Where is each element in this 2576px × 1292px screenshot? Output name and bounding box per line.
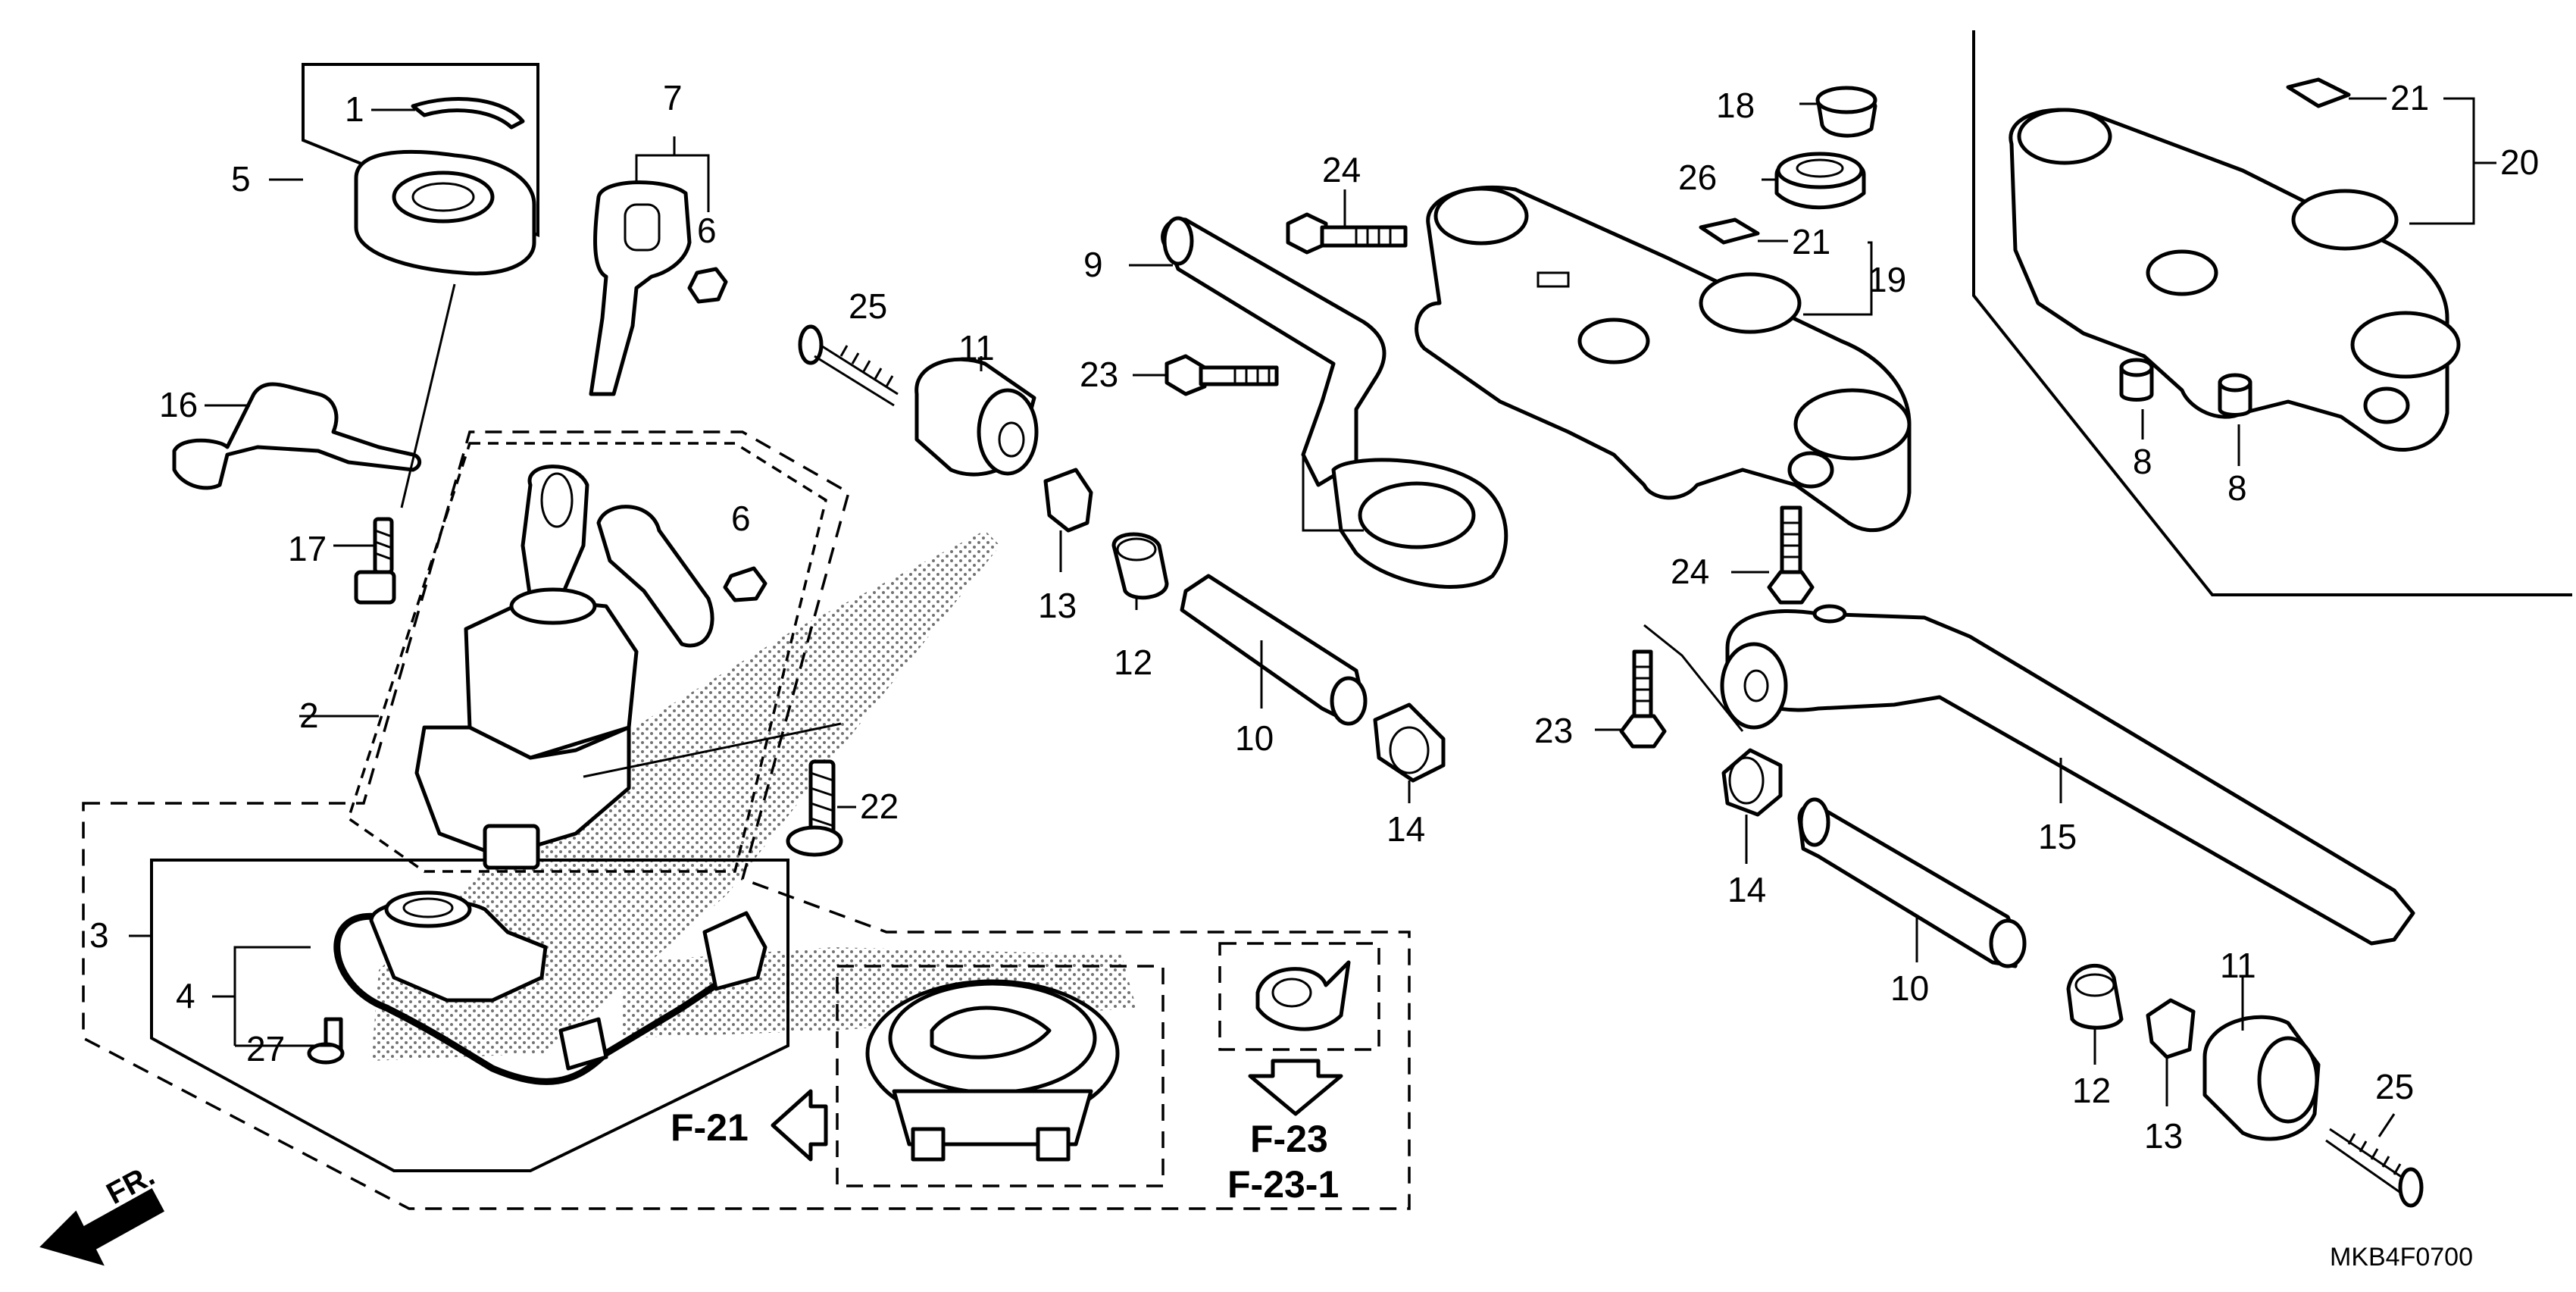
bar-end-weight-11-left: [914, 356, 1039, 477]
callout-21b: 21: [1792, 222, 1830, 261]
spacer-12-left: [1111, 532, 1169, 610]
callout-4: 4: [176, 976, 195, 1015]
nut-6-mid: [723, 566, 767, 602]
bolt-25-top: [798, 324, 899, 407]
damper-8-left: [2119, 358, 2154, 440]
callout-25b: 25: [2375, 1067, 2414, 1106]
sensor-harness-part: [129, 890, 767, 1085]
ignition-group-outline: [82, 63, 1411, 1210]
circlip-part: [371, 97, 525, 130]
callout-23a: 23: [1080, 355, 1118, 394]
rubber-14-right: [1721, 748, 1783, 864]
spacer-12-right: [2066, 964, 2124, 1065]
rubber-14-left: [1373, 702, 1446, 803]
bolt-23-right: [1595, 624, 1744, 749]
callout-10a: 10: [1235, 718, 1274, 758]
bracket-part: [172, 283, 456, 508]
callout-18: 18: [1716, 86, 1755, 125]
ignition-switch-part: [299, 465, 842, 870]
grommet-part: [1255, 960, 1351, 1031]
bolt-24-bottom: [1731, 505, 1815, 605]
callout-20: 20: [2500, 142, 2539, 182]
callout-25a: 25: [849, 286, 887, 326]
bolt-23-left: [1133, 354, 1279, 396]
ref-arrow-f23: [1248, 1059, 1343, 1116]
callout-10b: 10: [1890, 968, 1929, 1008]
callout-11b: 11: [2220, 946, 2256, 985]
collar-13-left: [1043, 468, 1093, 572]
callout-13a: 13: [1038, 586, 1077, 625]
callout-6a: 6: [697, 211, 717, 250]
callout-6b: 6: [731, 499, 751, 538]
plate-21-top: [2286, 77, 2496, 225]
callout-11a: 11: [958, 328, 995, 368]
top-bridge-box: [1972, 30, 2572, 596]
callout-16: 16: [159, 385, 198, 424]
callout-8a: 8: [2133, 442, 2152, 481]
callout-26: 26: [1678, 158, 1717, 197]
callout-23b: 23: [1534, 711, 1573, 750]
callout-1: 1: [345, 89, 364, 129]
key-part: [589, 136, 710, 396]
front-direction-arrow: [39, 1187, 165, 1266]
callout-14b: 14: [1727, 870, 1766, 909]
callout-3: 3: [89, 915, 109, 955]
nut-18: [1799, 86, 1877, 138]
diagram-code: MKB4F0700: [2330, 1243, 2473, 1272]
callout-9: 9: [1083, 245, 1103, 284]
bar-end-weight-11-right: [2202, 978, 2321, 1141]
plate-21-mid: [1699, 217, 1873, 316]
callout-2: 2: [299, 696, 319, 735]
bolt-25-bottom: [2325, 1113, 2424, 1208]
bolt-17-part: [333, 517, 396, 605]
callout-19: 19: [1868, 260, 1906, 299]
damper-8-right: [2218, 373, 2252, 466]
ref-f21: F-21: [671, 1106, 749, 1149]
callout-24b: 24: [1671, 552, 1709, 591]
callout-17: 17: [288, 529, 327, 568]
ref-f23-1: F-23-1: [1227, 1163, 1339, 1206]
reference-labels: F-21 F-23 F-23-1: [671, 1106, 1339, 1206]
inner-weight-10-left: [1180, 574, 1368, 726]
callout-8b: 8: [2227, 468, 2247, 508]
washer-26: [1762, 152, 1866, 210]
callout-24a: 24: [1322, 150, 1361, 189]
bolt-24-top: [1286, 189, 1408, 255]
cover-cap-part: [269, 149, 536, 276]
fuel-cap-part: [865, 979, 1120, 1162]
top-bridge-20: [2009, 108, 2461, 452]
ref-arrow-f21: [771, 1089, 828, 1162]
callout-5: 5: [231, 159, 251, 199]
callout-13b: 13: [2144, 1116, 2183, 1156]
callout-14a: 14: [1386, 809, 1425, 849]
callout-22: 22: [860, 787, 899, 826]
callout-21a: 21: [2390, 78, 2429, 117]
handlebar-9-left: [1129, 216, 1508, 589]
handlebar-15-right: [1720, 604, 2415, 946]
collar-13-right: [2146, 998, 2196, 1106]
callout-15: 15: [2038, 817, 2077, 856]
callout-27: 27: [246, 1029, 285, 1068]
bolt-22-part: [786, 759, 856, 857]
callout-labels: 1 2 3 4 5 6 6 7 8 8 9 10 10 11 11 12 12 …: [89, 78, 2539, 1156]
callout-12b: 12: [2072, 1071, 2111, 1110]
ref-f23: F-23: [1250, 1118, 1328, 1160]
top-bridge-19: [1415, 185, 1912, 533]
callout-12a: 12: [1114, 643, 1152, 682]
nut-6-top: [687, 267, 728, 304]
callout-7: 7: [663, 78, 683, 117]
inner-weight-10-right: [1797, 797, 2027, 968]
